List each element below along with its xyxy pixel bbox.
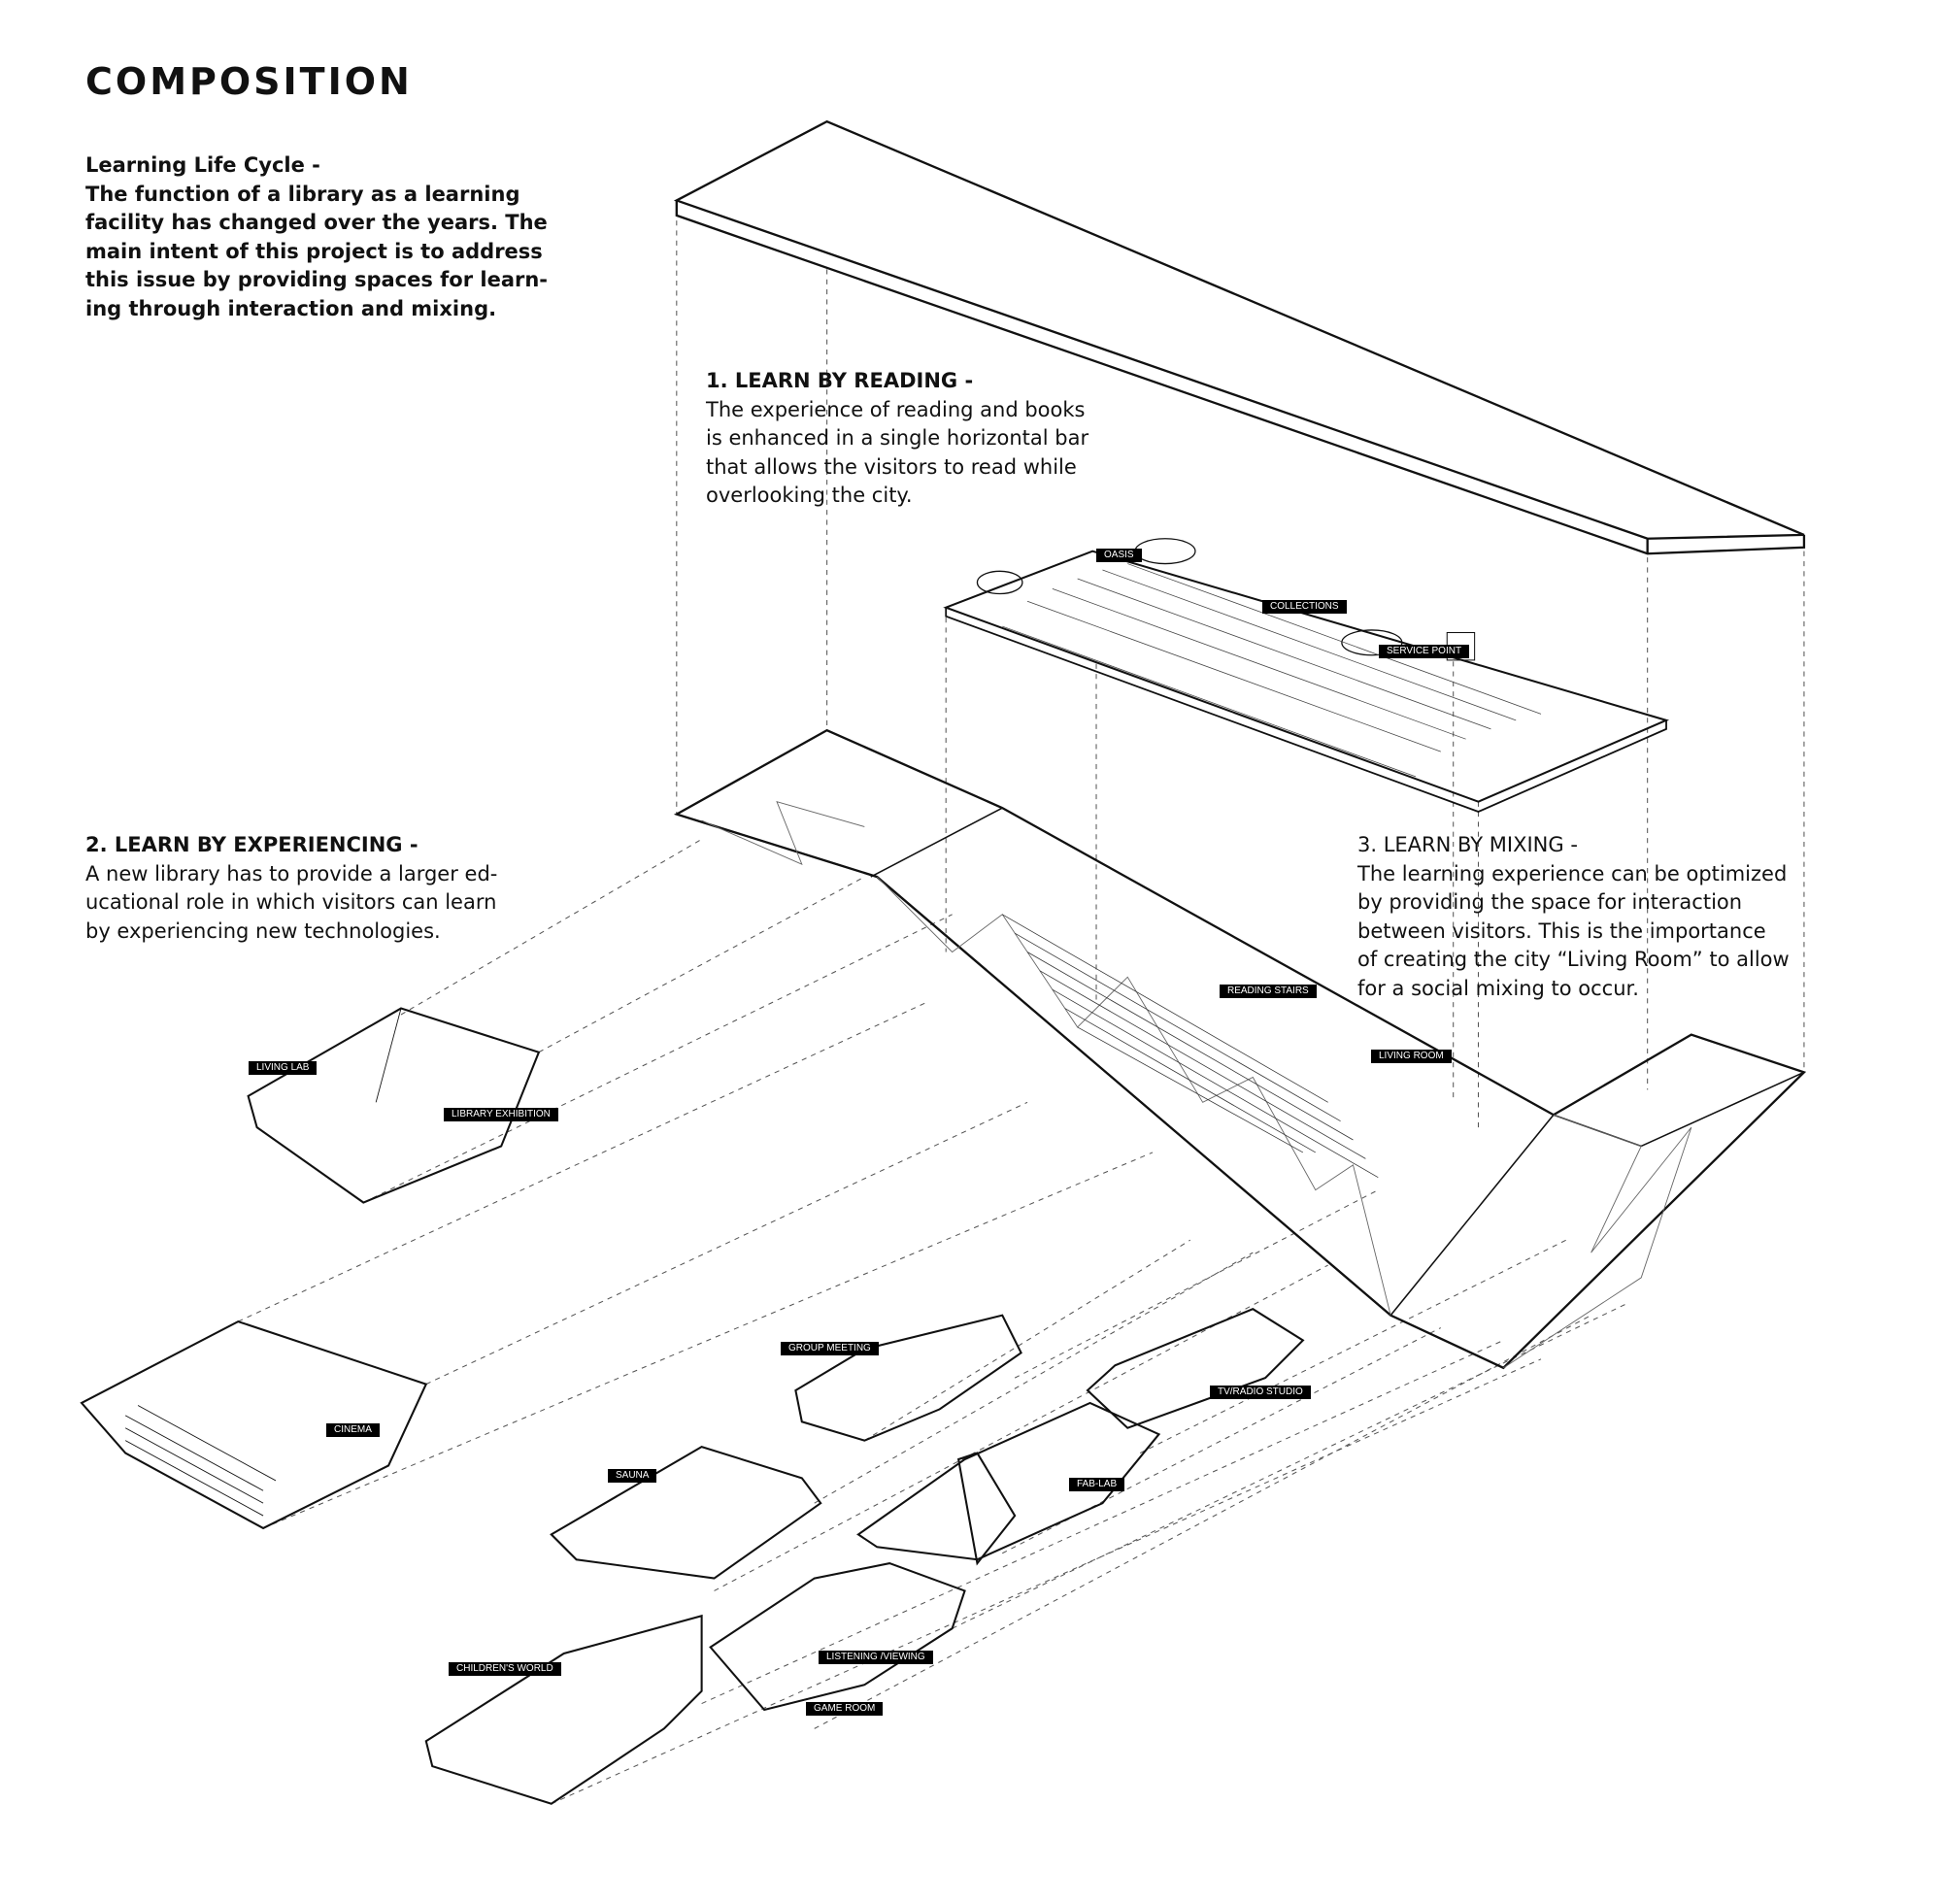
label-childrens-world: CHILDREN'S WORLD [449,1662,561,1676]
label-collections: COLLECTIONS [1262,600,1347,614]
label-reading-stairs: READING STAIRS [1220,985,1317,998]
main-bridge-structure [673,728,1807,1370]
label-living-room: LIVING ROOM [1371,1050,1452,1063]
label-group-meeting: GROUP MEETING [781,1342,879,1355]
section-body: The learning experience can be optimized… [1357,861,1790,1000]
module-listening-game-room [709,1562,966,1712]
page-title: COMPOSITION [85,60,413,103]
label-game-room: GAME ROOM [806,1702,884,1716]
section-learn-by-reading: 1. LEARN BY READING - The experience of r… [706,367,1088,511]
roof-slab [673,119,1806,555]
label-sauna: SAUNA [608,1469,657,1483]
section-learn-by-mixing: 3. LEARN BY MIXING - The learning experie… [1357,831,1790,1003]
label-living-lab: LIVING LAB [249,1061,318,1075]
section-heading: 2. LEARN BY EXPERIENCING - [85,833,419,856]
section-learn-by-experiencing: 2. LEARN BY EXPERIENCING - A new library … [85,831,497,946]
intro-text: Learning Life Cycle - The function of a l… [85,151,548,323]
module-fab-lab [856,1401,1161,1566]
module-childrens-world [424,1614,703,1805]
label-service-point: SERVICE POINT [1379,645,1470,658]
module-tv-radio-studio [1086,1308,1305,1429]
module-group-meeting [794,1314,1022,1442]
module-sauna [550,1445,822,1580]
label-listening-viewing: LISTENING /VIEWING [819,1651,933,1664]
intro-heading: Learning Life Cycle - [85,153,320,177]
section-heading: 3. LEARN BY MIXING - [1357,833,1578,856]
label-tv-radio-studio: TV/RADIO STUDIO [1210,1386,1311,1399]
module-living-lab [247,1007,541,1204]
label-library-exhibition: LIBRARY EXHIBITION [444,1108,558,1121]
section-heading: 1. LEARN BY READING - [706,369,974,392]
intro-body: The function of a library as a learning … [85,182,549,320]
label-fab-lab: FAB-LAB [1069,1478,1125,1491]
module-cinema [80,1319,428,1530]
modules [80,1007,1305,1805]
reading-floor-plate [943,538,1670,813]
label-cinema: CINEMA [326,1423,380,1437]
label-oasis: OASIS [1096,549,1142,562]
section-body: A new library has to provide a larger ed… [85,861,498,943]
section-body: The experience of reading and books is e… [706,397,1089,508]
